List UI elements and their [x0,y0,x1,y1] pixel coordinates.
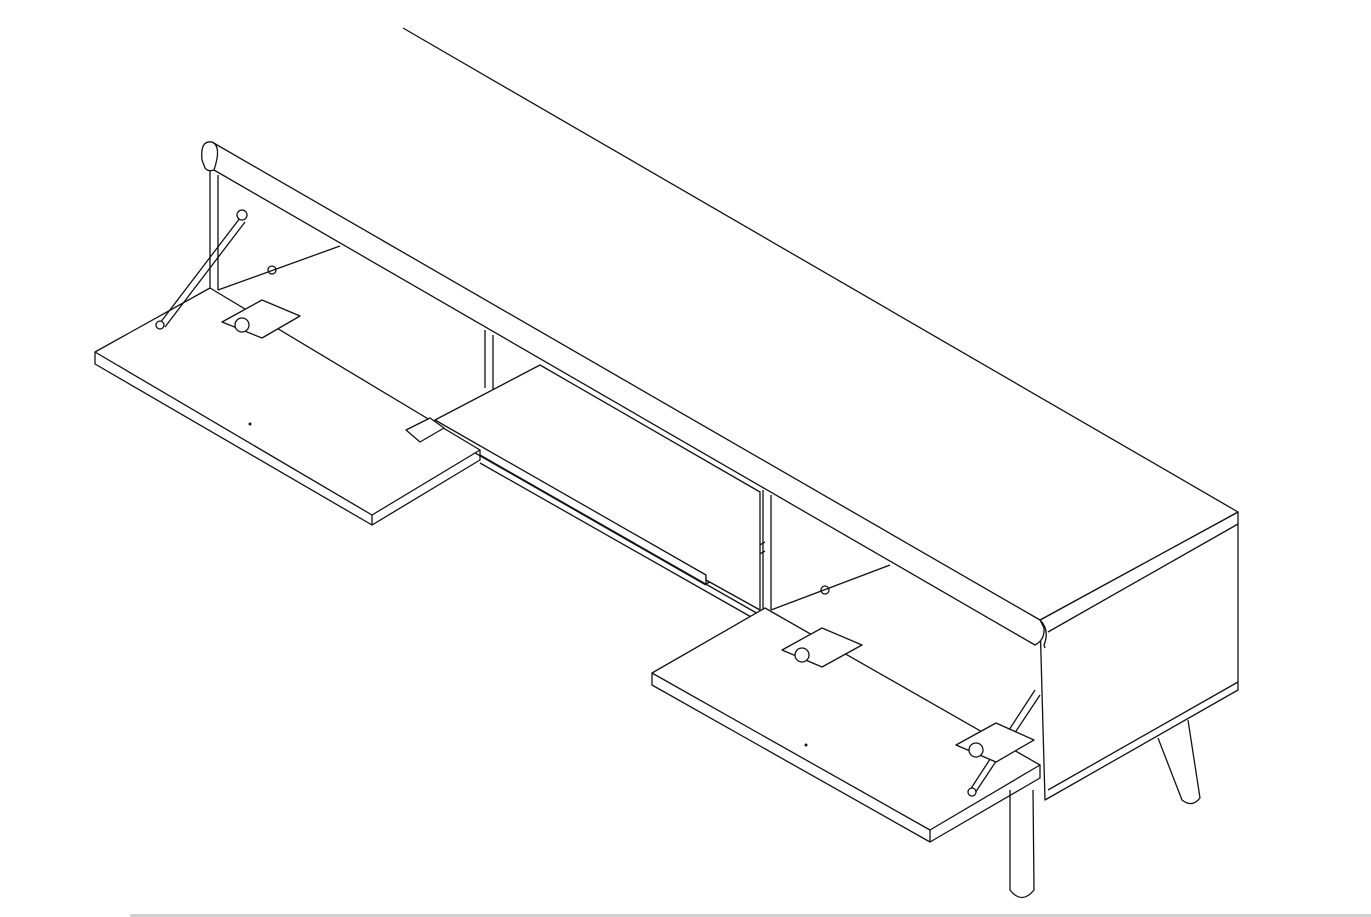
middle-shelf [434,364,761,611]
bottom-scrollbar[interactable] [130,914,1371,917]
cabinet-legs [1009,719,1201,899]
right-flap-door [651,607,1041,843]
left-flap-door [94,209,481,526]
top-panel [201,27,1239,649]
